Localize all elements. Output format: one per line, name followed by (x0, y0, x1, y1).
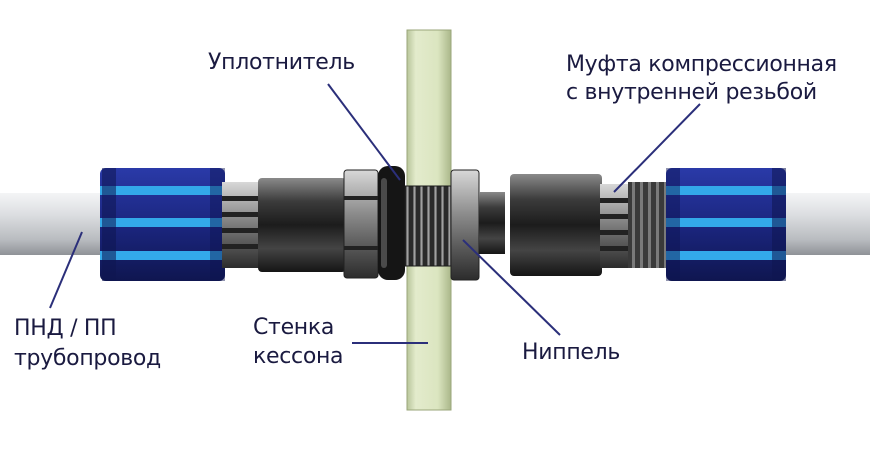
left-clamp-ring (222, 182, 260, 268)
left-hex-ring (343, 169, 379, 279)
left-hex-ring-line (344, 246, 378, 250)
label-pipe-line2: трубопровод (14, 346, 161, 371)
label-pipe-line1: ПНД / ПП (14, 316, 117, 341)
left-nut (258, 178, 346, 272)
nipple-shank (479, 192, 505, 254)
nipple-thread (405, 186, 451, 266)
nipple-hex-nut (450, 169, 480, 281)
left-hex-ring-line (344, 196, 378, 200)
right-pipe (770, 193, 870, 255)
label-coupling-line1: Муфта компрессионная (566, 52, 837, 77)
leader-pipe (49, 231, 83, 309)
sealant-highlight (381, 178, 387, 268)
leader-sealant (327, 83, 401, 181)
right-blue-collar (666, 168, 786, 281)
leader-coupling (613, 103, 701, 193)
right-clamp-ring (600, 184, 630, 268)
label-wall-line1: Стенка (253, 315, 335, 340)
leader-nipple (462, 239, 561, 336)
left-blue-collar (100, 168, 225, 281)
label-coupling-line2: с внутренней резьбой (566, 80, 817, 105)
right-nut (510, 174, 602, 276)
label-sealant: Уплотнитель (208, 50, 355, 75)
label-wall-line2: кессона (253, 344, 344, 369)
label-nipple: Ниппель (522, 340, 621, 365)
